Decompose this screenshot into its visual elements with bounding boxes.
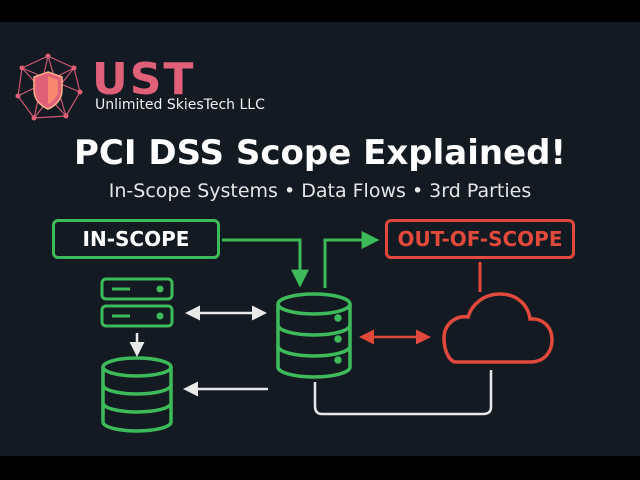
in-scope-label: IN-SCOPE: [52, 219, 220, 259]
database-icon: [276, 292, 352, 379]
brand-name: UST: [92, 54, 196, 105]
flow-arrow-in-scope-to-db: [222, 238, 309, 288]
scope-diagram: [100, 231, 554, 433]
page-title: PCI DSS Scope Explained!: [74, 133, 566, 173]
shield-network-logo-icon: [15, 53, 83, 121]
database-icon: [101, 356, 173, 433]
flow-arrow-db-to-out-of-scope: [323, 231, 380, 288]
out-of-scope-label: OUT-OF-SCOPE: [385, 219, 575, 259]
brand-tagline: Unlimited SkiesTech LLC: [95, 97, 265, 113]
server-icon: [100, 277, 174, 328]
thumbnail-frame: UST Unlimited SkiesTech LLC PCI DSS Scop…: [0, 22, 640, 456]
flow-arrow-cloud-return: [313, 370, 493, 416]
page-subtitle: In-Scope Systems • Data Flows • 3rd Part…: [108, 180, 532, 202]
cloud-icon: [442, 292, 554, 364]
